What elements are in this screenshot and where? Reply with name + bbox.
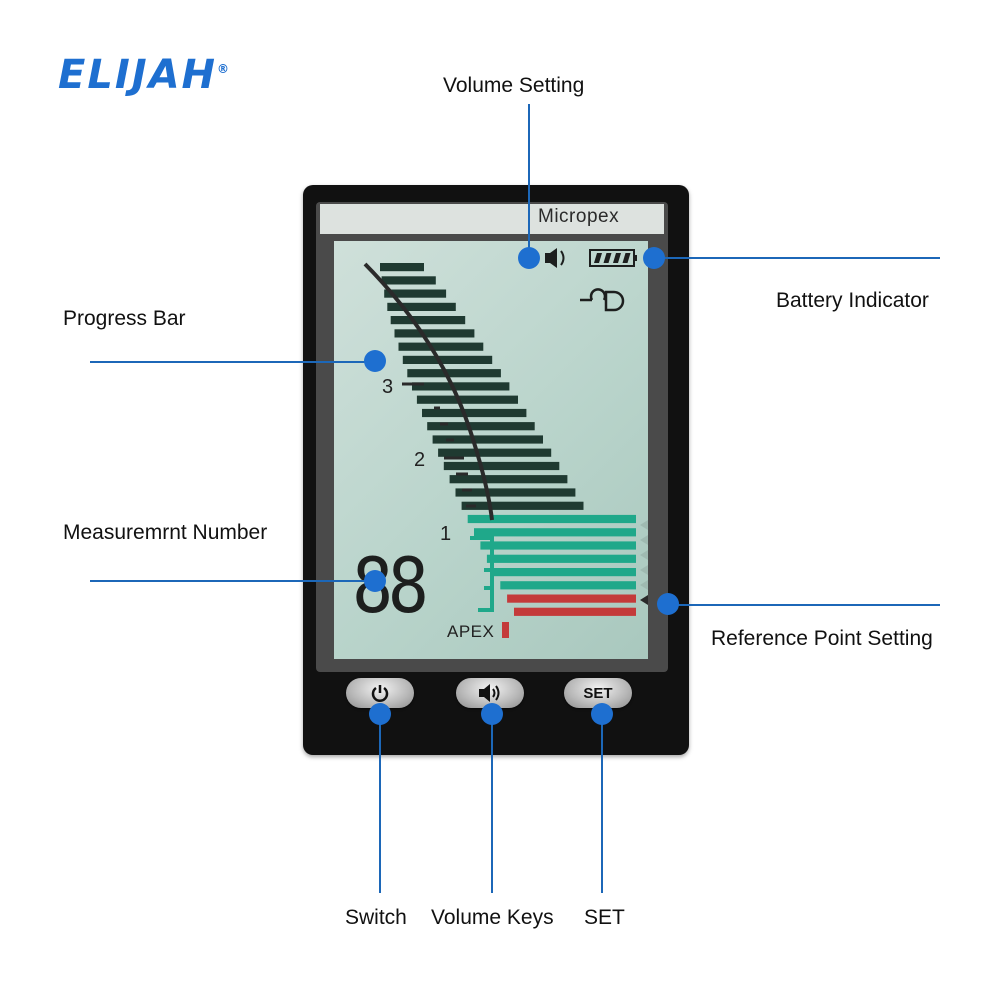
leader-line-progress-bar [90,361,376,363]
progress-bar-segment [412,382,510,391]
volume-icon [545,248,565,268]
device-model-name: Micropex [538,206,620,227]
battery-segment [613,253,621,263]
scale-label-2: 2 [414,449,426,471]
reference-markers [640,520,648,605]
progress-bar-segment [455,488,576,497]
callout-measurement-number: Measuremrnt Number [63,521,268,544]
progress-bar-segment [422,408,527,418]
reference-marker [640,580,648,590]
marker-volume-keys [481,703,503,725]
measurement-number-display: 88 [352,541,429,630]
progress-bar-segment [381,276,436,285]
progress-bar-segment [438,448,552,457]
speaker-icon [479,684,500,702]
callout-switch: Switch [345,906,407,929]
scale-curve [363,262,494,521]
marker-set [591,703,613,725]
progress-bar-segment [500,581,636,590]
apex-label: APEX [447,622,495,641]
battery-segment [594,253,602,263]
reference-marker [640,565,648,575]
marker-measurement [364,570,386,592]
progress-bar-segment [514,607,636,616]
battery-icon [589,249,637,267]
progress-bar-segment [443,461,560,471]
callout-volume-keys: Volume Keys [431,906,554,929]
callout-progress-bar: Progress Bar [63,307,186,330]
reference-marker [640,535,648,545]
leader-line-volume-keys [491,713,493,893]
progress-bar-segment [507,594,636,603]
marker-battery [643,247,665,269]
leader-line-reference [668,604,940,606]
callout-battery-indicator: Battery Indicator [776,289,929,312]
progress-bar-segment [402,355,493,364]
progress-bar-segment [467,514,636,524]
marker-progress-bar [364,350,386,372]
brand-logo: ELIJAH® [58,52,231,98]
scale-ticks [402,382,476,508]
leader-line-battery [654,257,940,259]
marker-volume-setting [518,247,540,269]
reference-marker [640,595,648,605]
progress-bar-segment [416,395,518,404]
marker-switch [369,703,391,725]
progress-bar-segment [493,568,636,577]
brand-strip [320,204,664,234]
callout-reference-point-setting: Reference Point Setting [711,627,933,650]
logo-text: ELIJAH [58,52,218,98]
reference-marker [640,550,648,560]
progress-bar-segment [394,329,475,338]
leader-line-switch [379,713,381,893]
marker-reference [657,593,679,615]
progress-bar-segment [432,435,543,444]
progress-bar-segment [427,422,535,431]
callout-volume-setting: Volume Setting [443,74,585,97]
scale-label-1: 1 [440,523,452,545]
leader-line-volume-setting [528,104,530,258]
leader-line-set [601,713,603,893]
progress-bar-segment [380,263,424,272]
progress-bar-segment [480,541,636,550]
scale-label-3: 3 [382,376,394,398]
apex-zone-bracket [470,536,494,612]
progress-bar-segment [461,501,584,510]
battery-fill [594,253,631,263]
reference-marker [640,520,648,530]
progress-bar [380,263,636,616]
progress-bar-segment [407,369,501,378]
battery-segment [622,253,631,263]
leader-line-measurement [90,580,376,582]
progress-bar-segment [486,554,636,563]
progress-bar-segment [384,289,447,298]
file-reference-icon [580,288,625,312]
progress-bar-segment [398,342,484,351]
apex-indicator [502,622,509,638]
callout-set: SET [584,906,625,929]
power-icon [371,685,389,702]
progress-bar-segment [449,475,568,484]
progress-bar-segment [390,316,466,325]
set-button[interactable]: SET [564,678,632,708]
battery-segment [603,253,612,263]
progress-bar-segment [474,528,636,537]
set-button-label: SET [583,684,613,702]
registered-mark: ® [217,62,232,76]
progress-bar-segment [387,302,456,311]
